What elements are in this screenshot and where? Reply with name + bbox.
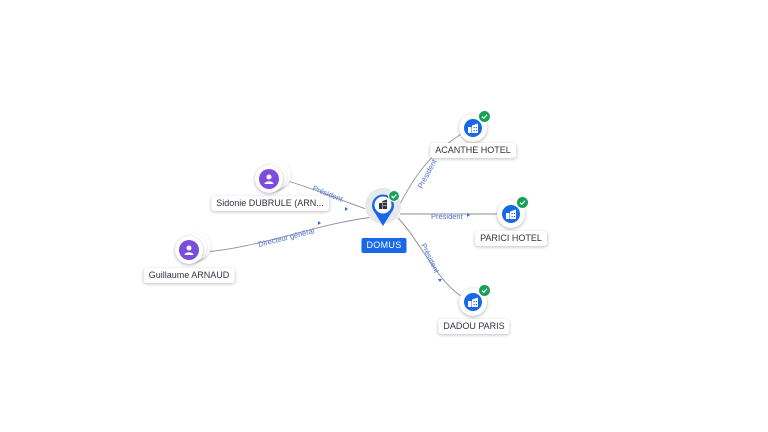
person-node-sidonie[interactable]	[253, 161, 293, 197]
edge-domus-acanthe	[397, 127, 473, 209]
company-node-parici[interactable]	[497, 196, 529, 228]
company-label-acanthe[interactable]: ACANTHE HOTEL	[430, 143, 516, 158]
edge-label-parici: Président	[431, 212, 464, 221]
person-avatar	[255, 165, 283, 193]
edge-arrow	[467, 213, 470, 217]
person-label-sidonie[interactable]: Sidonie DUBRULE (ARN...	[211, 196, 329, 211]
company-label-dadou[interactable]: DADOU PARIS	[438, 319, 510, 334]
map-pin-icon	[365, 188, 401, 226]
verified-check-icon	[478, 110, 491, 123]
person-icon	[179, 240, 199, 260]
company-label-parici[interactable]: PARICI HOTEL	[475, 231, 547, 246]
edge-guillaume-domus	[203, 215, 383, 253]
focus-node-label[interactable]: DOMUS	[361, 238, 407, 253]
edge-label-guillaume: Directeur général	[257, 226, 315, 249]
building-icon	[379, 199, 387, 209]
company-node-dadou[interactable]	[459, 284, 491, 316]
edge-label-acanthe: Président	[416, 157, 439, 190]
company-node-acanthe[interactable]	[459, 110, 491, 142]
building-icon	[502, 205, 520, 223]
person-node-guillaume[interactable]	[173, 232, 213, 268]
edge-arrow	[345, 207, 348, 211]
person-avatar	[175, 236, 203, 264]
edge-arrow	[318, 221, 321, 225]
check-icon	[391, 194, 397, 199]
building-icon	[464, 293, 482, 311]
verified-check-icon	[516, 196, 529, 209]
person-icon	[259, 169, 279, 189]
edge-label-dadou: Président	[419, 242, 441, 275]
edge-arrow	[438, 279, 442, 282]
person-label-guillaume[interactable]: Guillaume ARNAUD	[143, 268, 235, 283]
building-icon	[464, 119, 482, 137]
verified-check-icon	[478, 284, 491, 297]
focus-node[interactable]	[363, 188, 403, 236]
